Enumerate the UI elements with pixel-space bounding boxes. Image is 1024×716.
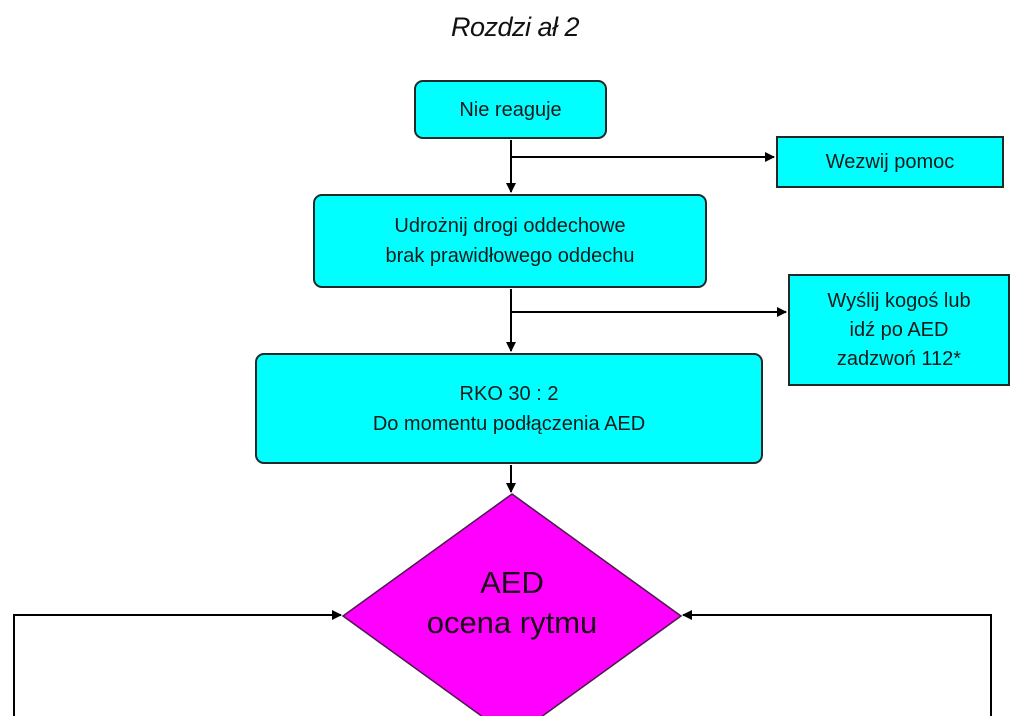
node-cpr: RKO 30 : 2 Do momentu podłączenia AED — [255, 353, 763, 464]
node-cpr-line-1: RKO 30 : 2 — [459, 382, 559, 405]
node-call-help: Wezwij pomoc — [776, 136, 1004, 188]
node-cpr-line-2: Do momentu podłączenia AED — [372, 412, 646, 435]
node-airway: Udrożnij drogi oddechowe brak prawidłowe… — [313, 194, 707, 288]
node-send-aed-line-1: Wyślij kogoś lub — [827, 289, 971, 312]
node-send-aed-line-2: idź po AED — [849, 318, 949, 341]
node-airway-line-1: Udrożnij drogi oddechowe — [394, 215, 626, 237]
node-aed-decision: AED ocena rytmu — [412, 563, 612, 643]
node-aed-decision-line-1: AED — [480, 565, 544, 600]
loop-right-connector — [682, 610, 992, 716]
node-airway-line-2: brak prawidłowego oddechu — [385, 245, 635, 267]
node-unresponsive-label: Nie reaguje — [459, 98, 562, 121]
node-call-help-label: Wezwij pomoc — [825, 151, 955, 173]
chapter-heading: Rozdzi ał 2 — [450, 12, 580, 42]
loop-left-connector — [13, 610, 342, 716]
node-unresponsive: Nie reaguje — [414, 80, 607, 139]
decision-diamond-shape — [341, 493, 683, 716]
node-aed-decision-line-2: ocena rytmu — [426, 605, 598, 640]
node-send-aed: Wyślij kogoś lub idź po AED zadzwoń 112* — [788, 274, 1010, 386]
node-send-aed-line-3: zadzwoń 112* — [836, 347, 962, 370]
